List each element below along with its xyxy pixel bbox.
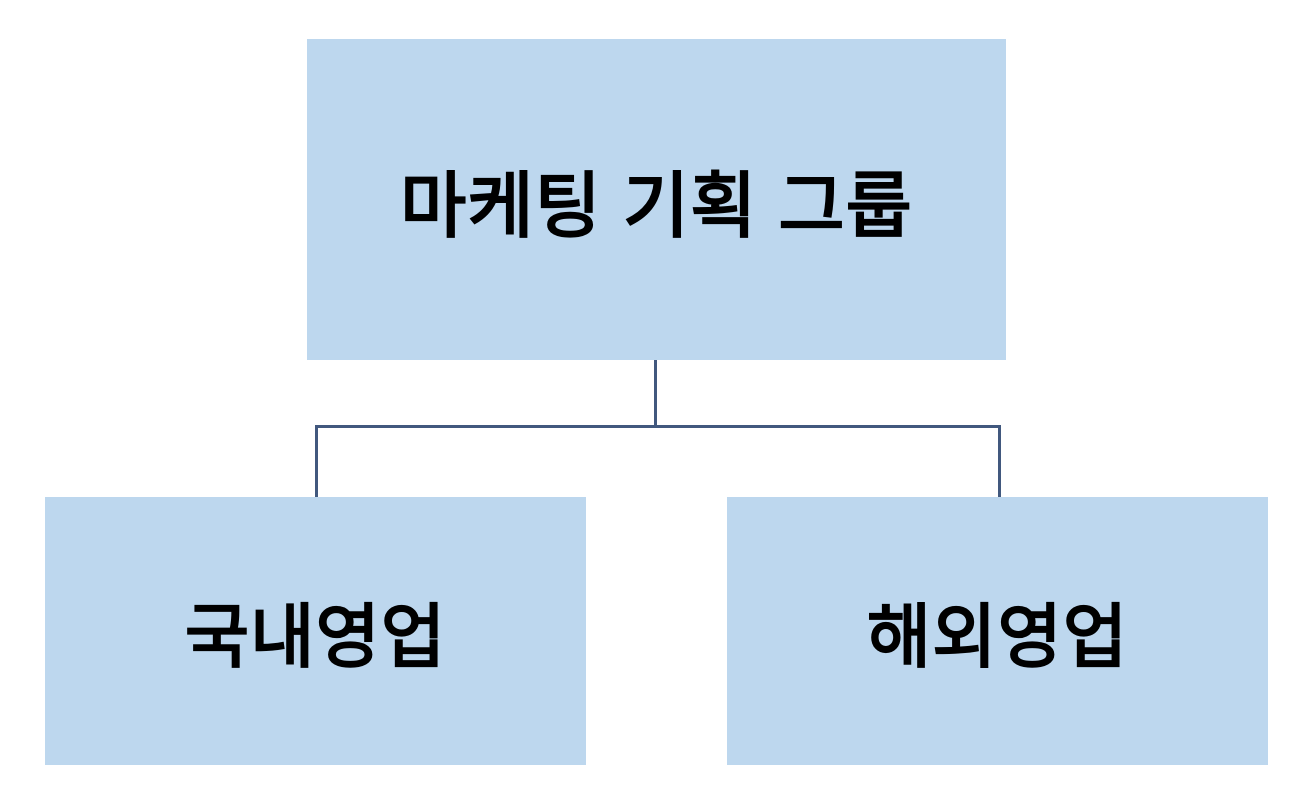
org-node-child-right-label: 해외영업 xyxy=(866,597,1129,676)
connector-crossbar xyxy=(315,425,1001,428)
org-node-child-left[interactable]: 국내영업 xyxy=(45,497,586,765)
org-node-root[interactable]: 마케팅 기획 그룹 xyxy=(307,39,1006,360)
connector-drop-left xyxy=(315,425,318,497)
org-node-root-label: 마케팅 기획 그룹 xyxy=(400,167,913,247)
org-node-child-left-label: 국내영업 xyxy=(184,597,447,676)
connector-drop-right xyxy=(998,425,1001,497)
org-node-child-right[interactable]: 해외영업 xyxy=(727,497,1268,765)
connector-root-stem xyxy=(654,360,657,428)
